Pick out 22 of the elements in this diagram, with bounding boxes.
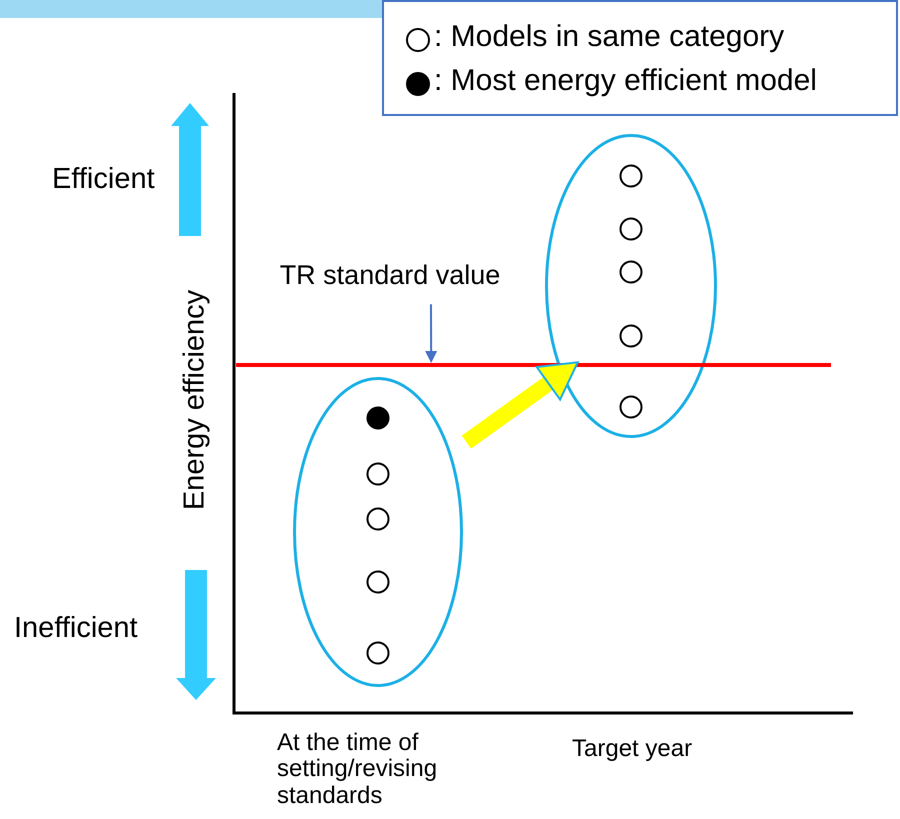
hollow-circle	[619, 324, 643, 348]
legend-text: : Models in same category	[434, 20, 784, 54]
hollow-circle	[366, 641, 390, 665]
arrow	[425, 304, 438, 363]
hollow-circle	[619, 164, 643, 188]
axis-text: Efficient	[52, 163, 155, 196]
hollow-circle	[366, 570, 390, 594]
legend-text: : Most energy efficient model	[434, 64, 817, 98]
group-ellipse	[545, 134, 717, 438]
hollow-circle	[619, 395, 643, 419]
hollow-circle	[366, 462, 390, 486]
axis-text: Target year	[572, 735, 692, 763]
axis-label: Energy efficiency	[178, 290, 212, 510]
group-ellipse	[293, 377, 463, 687]
axis-text: At the time of setting/revising standards	[277, 730, 438, 810]
hollow-circle	[366, 507, 390, 531]
hollow-circle	[619, 217, 643, 241]
axis-text: Inefficient	[14, 612, 138, 645]
annotation-text: TR standard value	[262, 260, 518, 294]
hollow-circle	[619, 260, 643, 284]
block-arrow	[462, 361, 579, 449]
filled-circle	[366, 406, 390, 430]
